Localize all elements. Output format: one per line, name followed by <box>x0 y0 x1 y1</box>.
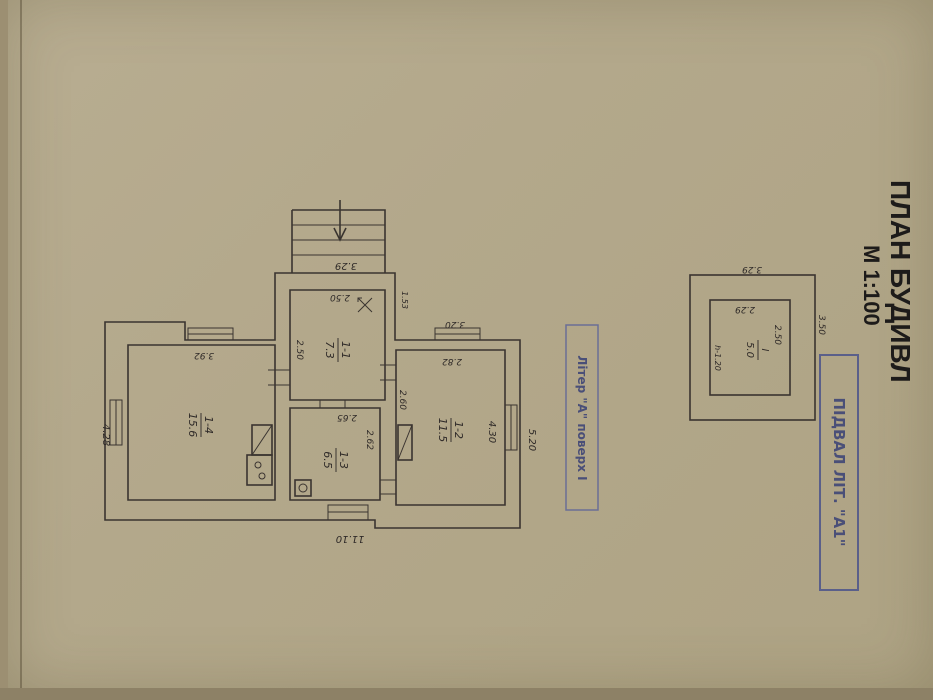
dim-room1-top: 3.92 <box>194 350 214 360</box>
dim-porch-width: 3.29 <box>335 260 357 271</box>
dim-overall-length: 11.10 <box>336 533 365 544</box>
dim-room2-top: 3.20 <box>445 319 465 329</box>
room-area: 11.5 <box>436 418 449 443</box>
room-1-4-label: 1-4 15.6 <box>186 413 215 438</box>
plan-title: ПЛАН БУДИВЛ <box>885 180 916 383</box>
room-1-1-walls <box>289 289 386 401</box>
room-1-1-label: 1-1 7.3 <box>323 338 352 362</box>
room-id: 1-3 <box>337 451 350 469</box>
room-1-3-label: 1-3 6.5 <box>321 448 350 472</box>
dim-kitchen-right: 2.60 <box>397 390 407 410</box>
doors <box>268 364 396 495</box>
table-edge <box>0 688 933 700</box>
dim-middle-width: 4.30 <box>486 421 497 443</box>
basement-height: h-1.20 <box>713 345 722 371</box>
basement-stamp: ПІДВАЛ ЛІТ. "А1" <box>819 354 859 591</box>
porch-steps <box>291 209 386 273</box>
basement-side-dim: 3.50 <box>816 315 826 335</box>
boiler-icon <box>294 479 312 497</box>
room-1-3-walls <box>289 407 381 501</box>
basement-area: 5.0 <box>744 342 755 358</box>
heater-icon <box>397 424 413 461</box>
dim-right-width: 5.20 <box>526 429 537 451</box>
dim-hall-side: 2.50 <box>294 340 304 360</box>
plan-scale: М 1:100 <box>859 245 884 326</box>
floor-stamp: Літер "А" поверх I <box>565 324 599 511</box>
floor-stamp-text: Літер "А" поверх I <box>575 355 589 480</box>
dim-porch-inner: 2.50 <box>330 292 350 302</box>
basement-outer-dim: 3.29 <box>742 264 762 274</box>
room-area: 7.3 <box>323 341 336 359</box>
dim-corridor-side: 1.53 <box>400 291 409 309</box>
basement-stamp-text: ПІДВАЛ ЛІТ. "А1" <box>830 397 848 546</box>
room-area: 6.5 <box>321 451 334 469</box>
dim-kitchen-top: 2.65 <box>337 412 357 422</box>
dim-left-width: 4.28 <box>100 424 111 446</box>
dim-kitchen-side: 2.62 <box>364 430 374 450</box>
arrow-head-icon <box>333 227 347 242</box>
dim-room2-inner: 2.82 <box>442 356 462 366</box>
windows <box>109 327 518 521</box>
paper-fold <box>20 0 22 690</box>
stair-marker-icon <box>357 297 373 313</box>
oven-icon <box>246 454 273 486</box>
basement-inner-side-dim: 2.50 <box>772 325 782 345</box>
basement-plan: 3.29 2.29 3.50 2.50 I 5.0 h-1.20 <box>689 264 826 421</box>
room-1-4-walls <box>127 344 276 501</box>
room-id: 1-4 <box>202 416 215 434</box>
building-outline <box>104 272 521 529</box>
basement-id: I <box>759 349 770 352</box>
room-id: 1-2 <box>452 421 465 439</box>
room-area: 15.6 <box>186 413 199 438</box>
room-1-2-label: 1-2 11.5 <box>436 418 465 443</box>
basement-inner-dim: 2.29 <box>735 304 755 314</box>
room-1-2-walls <box>395 349 506 506</box>
room-id: 1-1 <box>339 341 352 359</box>
